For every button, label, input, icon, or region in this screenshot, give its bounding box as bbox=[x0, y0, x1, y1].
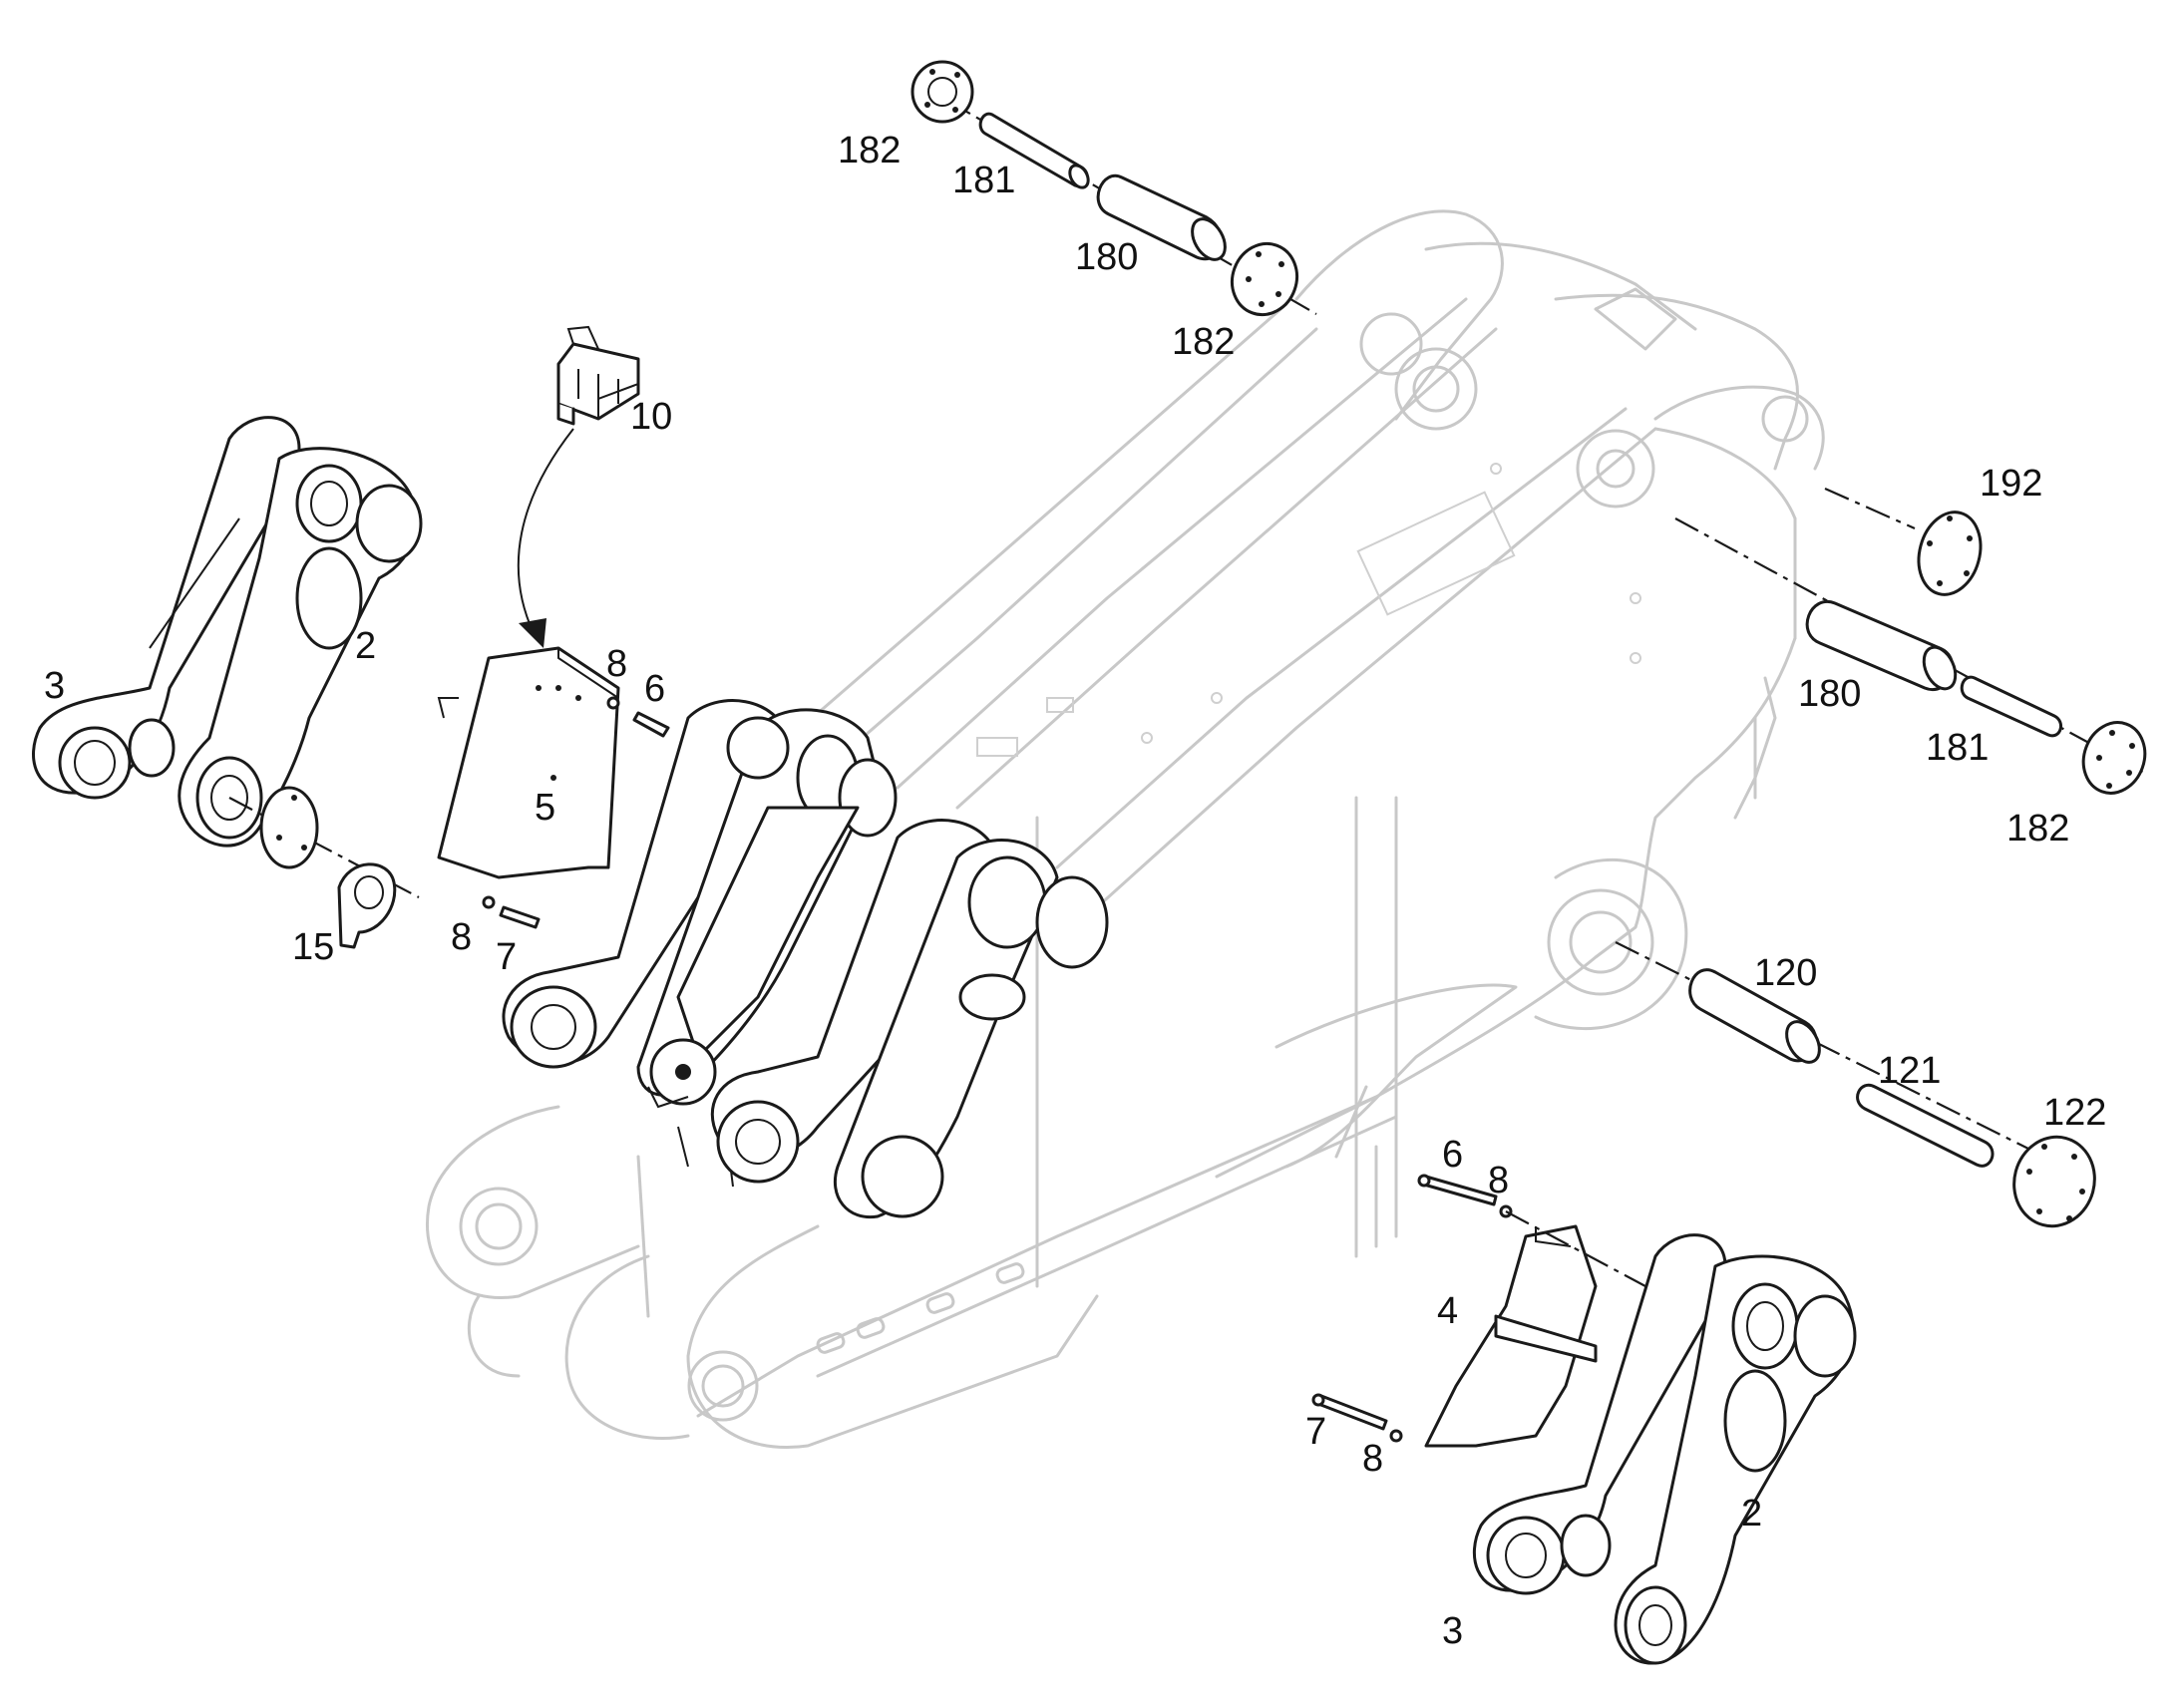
callout-8-lower-left: 8 bbox=[451, 916, 472, 958]
link-2-right bbox=[1614, 1254, 1857, 1665]
cover-plate-192 bbox=[1917, 511, 1983, 596]
callout-121: 121 bbox=[1878, 1050, 1941, 1092]
callout-7-upper: 7 bbox=[496, 936, 517, 978]
bushing-120 bbox=[1688, 968, 1821, 1064]
callout-4: 4 bbox=[1437, 1290, 1458, 1332]
left-linkage-pair bbox=[32, 416, 423, 949]
callout-192: 192 bbox=[1980, 463, 2042, 505]
bolt-6-lower bbox=[1417, 1174, 1513, 1218]
center-linkage bbox=[502, 699, 898, 1188]
bushing-180-right bbox=[1805, 599, 1958, 692]
callout-8-upper: 8 bbox=[606, 643, 627, 685]
bolt-6-upper bbox=[606, 696, 670, 738]
callout-182-right: 182 bbox=[2006, 808, 2069, 850]
upper-pin-assembly bbox=[910, 60, 1317, 317]
lower-pin-assembly bbox=[1615, 941, 2096, 1228]
callout-labels: 182 181 180 182 10 192 2 3 8 6 5 15 8 7 … bbox=[44, 130, 2106, 1652]
bolt-7-upper bbox=[482, 895, 541, 929]
callout-6-lower: 6 bbox=[1442, 1134, 1463, 1176]
callout-120: 120 bbox=[1754, 952, 1817, 994]
callout-182-top: 182 bbox=[838, 130, 901, 171]
callout-8-lower-top: 8 bbox=[1488, 1160, 1509, 1201]
callout-180-right: 180 bbox=[1798, 673, 1861, 715]
callout-122: 122 bbox=[2043, 1092, 2106, 1134]
bolt-7-lower bbox=[1311, 1393, 1403, 1443]
callout-5: 5 bbox=[535, 787, 555, 829]
boom-frame bbox=[426, 209, 1825, 1449]
callout-182-mid: 182 bbox=[1172, 321, 1235, 363]
callout-10: 10 bbox=[630, 396, 672, 438]
pin-181-top bbox=[978, 112, 1090, 189]
callout-7-lower: 7 bbox=[1305, 1411, 1326, 1453]
callout-2-right: 2 bbox=[1741, 1493, 1762, 1535]
callout-8-lower-bottom: 8 bbox=[1362, 1438, 1383, 1480]
callout-181-right: 181 bbox=[1926, 727, 1989, 769]
cover-plate-left bbox=[259, 786, 319, 869]
link-2-left bbox=[178, 447, 423, 848]
callout-15: 15 bbox=[292, 926, 334, 968]
cover-plate-182-right bbox=[2081, 721, 2147, 795]
connector-10 bbox=[556, 325, 640, 426]
cover-plate-182-top bbox=[910, 60, 974, 124]
bracket-5 bbox=[437, 646, 620, 879]
link-3-left bbox=[32, 416, 301, 800]
pin-121 bbox=[1856, 1083, 1995, 1168]
bracket-4 bbox=[1424, 1224, 1598, 1448]
right-pin-assembly bbox=[1674, 487, 2147, 795]
install-arrow bbox=[517, 428, 574, 648]
retainer-15 bbox=[337, 862, 397, 949]
callout-180-top: 180 bbox=[1075, 236, 1138, 278]
callout-2-left: 2 bbox=[355, 625, 376, 667]
bushing-180-top bbox=[1096, 173, 1227, 261]
callout-3-left: 3 bbox=[44, 665, 65, 707]
pin-181-right bbox=[1960, 675, 2063, 738]
cover-plate-122 bbox=[2012, 1135, 2096, 1228]
front-linkage bbox=[710, 819, 1109, 1219]
cover-plate-182-mid bbox=[1231, 241, 1298, 317]
link-3-right bbox=[1472, 1233, 1727, 1595]
callout-181-top: 181 bbox=[952, 160, 1015, 201]
callout-6-upper: 6 bbox=[644, 668, 665, 710]
callout-3-right: 3 bbox=[1442, 1610, 1463, 1652]
